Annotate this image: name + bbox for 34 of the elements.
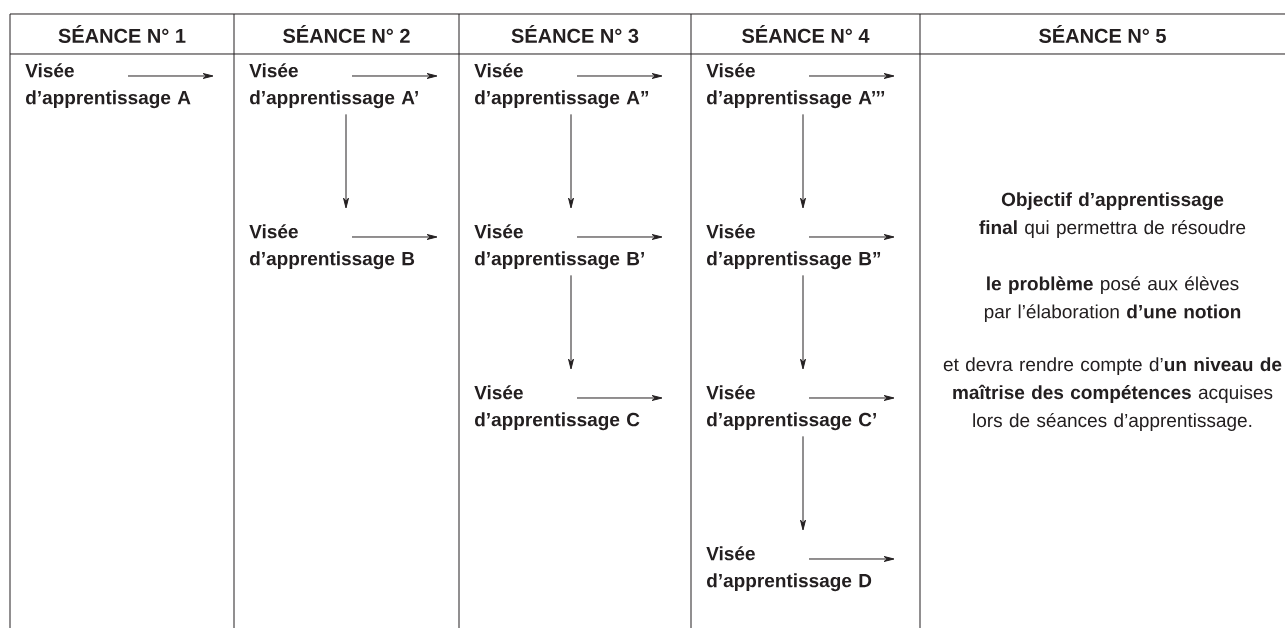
arrow [576,73,663,79]
column-header: SÉANCE N° 3 [511,25,639,43]
goal-text: Visée d’apprentissage A [25,63,191,109]
arrow [800,274,806,370]
goal-text: Visée d’apprentissage A” [474,63,649,109]
goal-text: Visée d’apprentissage A’ [249,63,418,109]
objective-text: le problème posé aux élèves par l’élaboration d’une notion [984,276,1241,323]
goal-text: Visée d’apprentissage B [249,224,415,270]
arrow [808,234,895,240]
arrow [568,113,574,209]
arrow [127,73,214,79]
arrow [343,113,349,209]
arrow [808,395,895,401]
column-header: SÉANCE N° 5 [1039,25,1166,43]
goal-text: Visée d’apprentissage D [706,546,872,592]
arrow [808,73,895,79]
arrow [351,234,438,240]
arrow [351,73,438,79]
arrow [568,274,574,370]
column-header: SÉANCE N° 2 [283,25,410,43]
goal-text: Visée d’apprentissage B’ [474,224,644,270]
column-header: SÉANCE N° 4 [742,25,870,43]
column-header: SÉANCE N° 1 [58,25,186,43]
objective-text: et devra rendre compte d’un niveau de maîtrise des compétences acquises lors de séances d’apprentissage. [943,357,1282,431]
goal-text: Visée d’apprentissage B” [706,224,881,270]
arrow [800,435,806,531]
goal-text: Visée d’apprentissage C’ [706,385,876,431]
goal-text: Visée d’apprentissage A’’’ [706,63,885,109]
arrow [800,113,806,209]
goal-text: Visée d’apprentissage C [474,385,640,431]
objective-text: Objectif d’apprentissage final qui permettra de résoudre [979,192,1246,238]
arrow [808,556,895,562]
arrow [576,395,663,401]
arrow [576,234,663,240]
